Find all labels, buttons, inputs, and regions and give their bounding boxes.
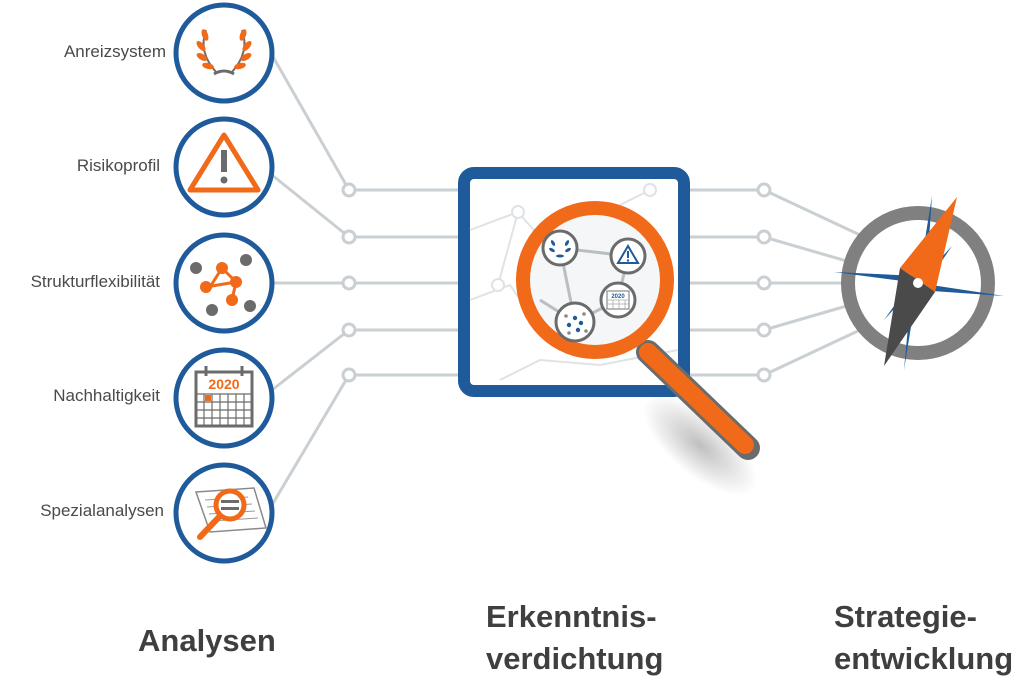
label-nachhaltigkeit: Nachhaltigkeit: [53, 386, 160, 405]
network-graph-icon: [190, 254, 256, 316]
mini-calendar-year: 2020: [611, 294, 625, 300]
right-connector-nodes: [756, 182, 772, 383]
calendar-year-text: 2020: [208, 376, 239, 392]
magnifying-glass-icon: 2020: [516, 201, 760, 496]
calendar-icon: 2020: [194, 366, 254, 428]
label-strukturflexibilitaet: Strukturflexibilität: [30, 272, 160, 291]
mini-calendar-icon: 2020: [606, 290, 630, 310]
magnifier-document-icon: [194, 487, 267, 540]
warning-triangle-icon: [187, 132, 261, 193]
section-title-erkenntnis-line2: verdichtung: [486, 641, 664, 676]
label-anreizsystem: Anreizsystem: [63, 42, 166, 61]
laurel-wreath-icon: [196, 29, 252, 76]
section-title-erkenntnis-line1: Erkenntnis-: [486, 599, 657, 634]
mini-warning-icon: [616, 244, 640, 264]
left-connector-nodes: [341, 182, 357, 383]
section-title-strategie-line1: Strategie-: [834, 599, 977, 634]
label-spezialanalysen: Spezialanalysen: [40, 501, 164, 520]
section-title-strategie-line2: entwicklung: [834, 641, 1014, 676]
left-connectors: [270, 54, 460, 506]
compass-icon: [834, 196, 1004, 370]
mini-laurel-icon: [549, 240, 571, 258]
label-risikoprofil: Risikoprofil: [76, 156, 160, 175]
right-connectors: [688, 188, 861, 377]
mini-network-icon: [564, 312, 588, 335]
section-title-analysen: Analysen: [138, 623, 276, 658]
